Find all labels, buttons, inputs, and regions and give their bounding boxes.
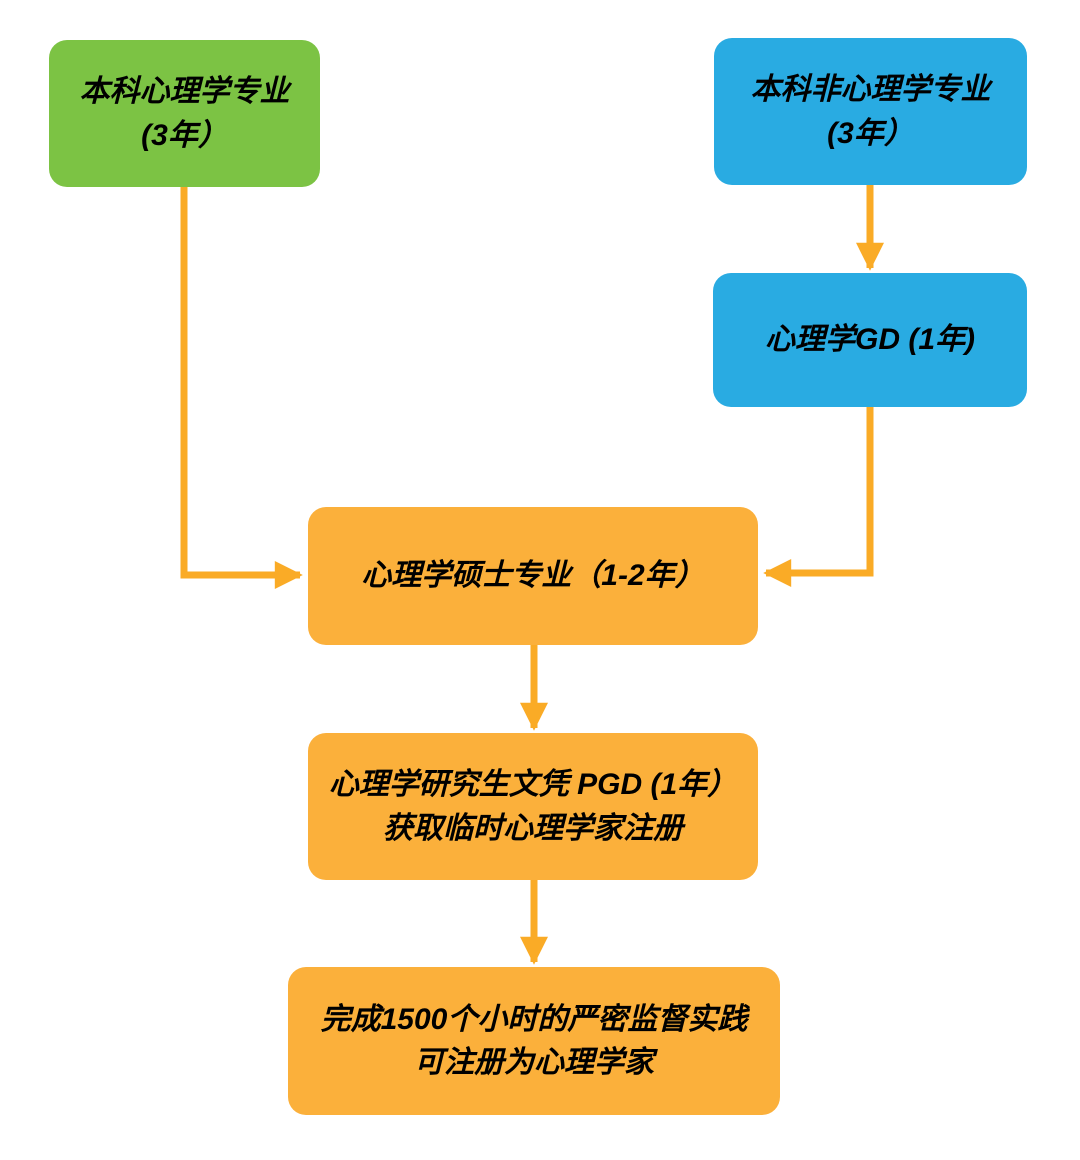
node-registered-psychologist: 完成1500个小时的严密监督实践 可注册为心理学家: [288, 967, 780, 1115]
node-psychology-gd: 心理学GD (1年): [713, 273, 1027, 407]
node-label-line: 获取临时心理学家注册: [383, 811, 683, 845]
node-bachelor-non-psychology: 本科非心理学专业 (3年）: [714, 38, 1027, 185]
node-label-line: 完成1500个小时的严密监督实践: [320, 1002, 748, 1036]
node-psychology-pgd: 心理学研究生文凭 PGD (1年） 获取临时心理学家注册: [308, 733, 758, 880]
arrow-gd-to-master: [763, 407, 874, 587]
arrow-bachelor-psychology-to-master: [180, 187, 303, 589]
node-label-line: 可注册为心理学家: [414, 1046, 654, 1079]
node-bachelor-psychology: 本科心理学专业 (3年）: [49, 40, 320, 187]
node-label-line: 心理学研究生文凭 PGD (1年）: [328, 768, 738, 801]
node-label-line: 本科心理学专业: [79, 75, 290, 108]
node-label-line: 本科非心理学专业: [750, 73, 991, 106]
node-label-line: 心理学GD (1年): [765, 323, 975, 357]
node-psychology-master: 心理学硕士专业（1-2年）: [308, 507, 758, 645]
node-label-line: (3年）: [827, 116, 914, 150]
node-label-line: 心理学硕士专业（1-2年）: [361, 559, 705, 593]
node-label-line: (3年）: [141, 118, 228, 152]
